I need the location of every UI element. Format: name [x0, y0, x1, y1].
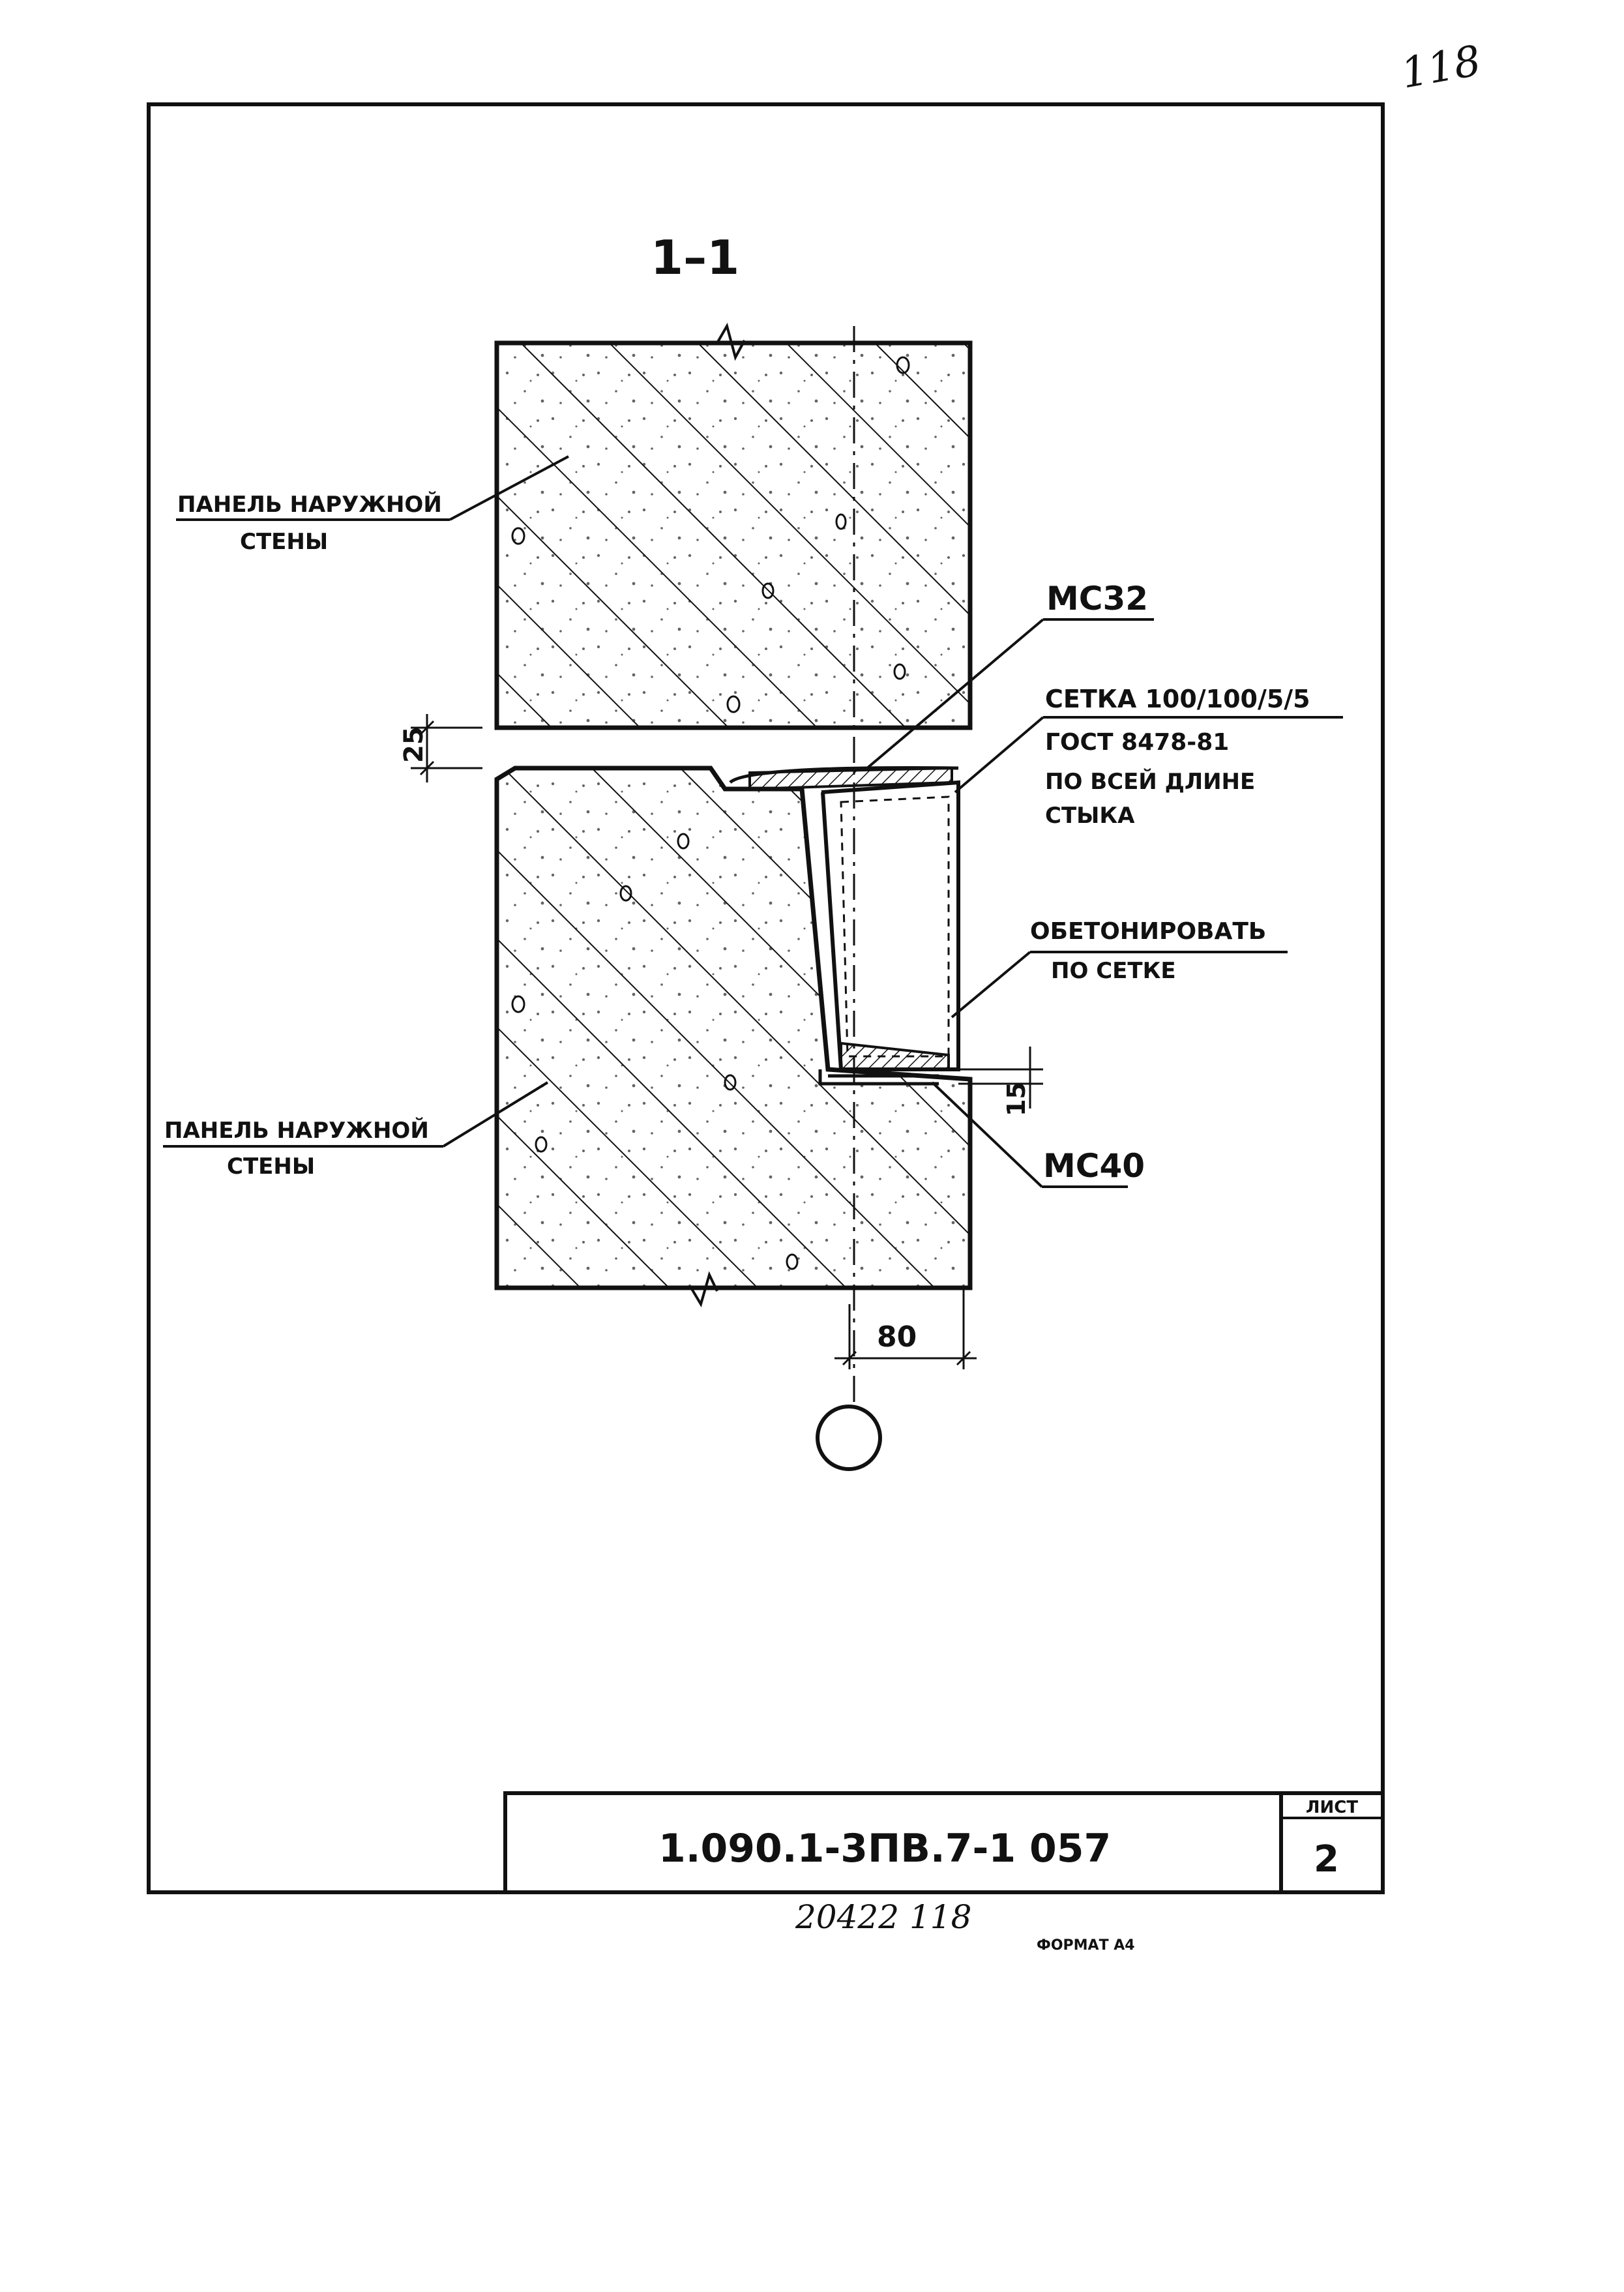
label-anchor-bottom: МС40 — [931, 1081, 1145, 1188]
dimension-depth: 80 — [834, 1288, 977, 1369]
label-mesh: СЕТКА 100/100/5/5 ГОСТ 8478-81 ПО ВСЕЙ Д… — [954, 685, 1343, 829]
axis-marker — [816, 1405, 882, 1471]
lower-wall-panel — [494, 766, 973, 1307]
svg-text:СЕТКА 100/100/5/5: СЕТКА 100/100/5/5 — [1045, 685, 1310, 713]
svg-text:80: 80 — [877, 1320, 917, 1354]
svg-text:25: 25 — [399, 726, 429, 763]
handwritten-page-number: 118 — [1398, 37, 1484, 98]
svg-text:ПО СЕТКЕ: ПО СЕТКЕ — [1051, 958, 1176, 984]
section-title: 1–1 — [651, 230, 739, 285]
label-concrete: ОБЕТОНИРОВАТЬ ПО СЕТКЕ — [951, 918, 1288, 1019]
svg-text:15: 15 — [1002, 1082, 1031, 1116]
svg-text:ГОСТ 8478-81: ГОСТ 8478-81 — [1045, 729, 1229, 756]
document-code: 1.090.1-3ПВ.7-1 057 — [658, 1826, 1111, 1871]
sheet-number: 2 — [1314, 1838, 1339, 1881]
label-anchor-top: МС32 — [866, 580, 1154, 769]
svg-text:СТЕНЫ: СТЕНЫ — [240, 529, 328, 555]
format-label: ФОРМАТ А4 — [1037, 1937, 1135, 1954]
svg-text:ПО ВСЕЙ ДЛИНЕ: ПО ВСЕЙ ДЛИНЕ — [1045, 768, 1255, 795]
svg-text:МС32: МС32 — [1046, 580, 1148, 618]
joint-detail — [729, 766, 960, 1086]
archive-number: 20422 118 — [795, 1898, 971, 1936]
svg-text:СТЕНЫ: СТЕНЫ — [227, 1153, 315, 1180]
dimension-plate-offset: 15 — [958, 1047, 1043, 1116]
svg-text:ПАНЕЛЬ НАРУЖНОЙ: ПАНЕЛЬ НАРУЖНОЙ — [177, 491, 442, 518]
label-panel-upper: ПАНЕЛЬ НАРУЖНОЙ СТЕНЫ — [176, 455, 569, 555]
svg-text:ОБЕТОНИРОВАТЬ: ОБЕТОНИРОВАТЬ — [1030, 918, 1266, 945]
svg-text:МС40: МС40 — [1043, 1147, 1145, 1185]
dimension-gap: 25 — [399, 714, 482, 782]
svg-text:ПАНЕЛЬ НАРУЖНОЙ: ПАНЕЛЬ НАРУЖНОЙ — [164, 1117, 429, 1144]
svg-text:СТЫКА: СТЫКА — [1045, 803, 1135, 829]
label-panel-lower: ПАНЕЛЬ НАРУЖНОЙ СТЕНЫ — [163, 1081, 549, 1180]
sheet-label: ЛИСТ — [1306, 1798, 1358, 1817]
upper-wall-panel — [494, 322, 973, 730]
title-block: 1.090.1-3ПВ.7-1 057 ЛИСТ 2 — [503, 1791, 1385, 1894]
